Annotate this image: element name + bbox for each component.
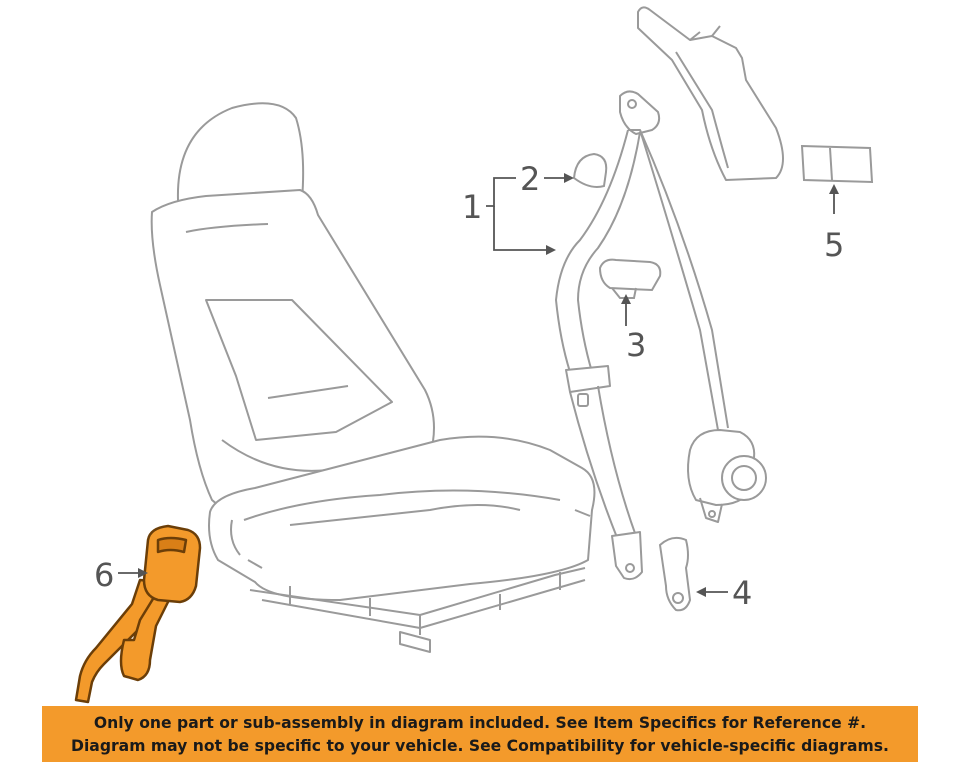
- belt-assembly-illustration: [555, 90, 767, 581]
- disclaimer-banner: Only one part or sub-assembly in diagram…: [42, 706, 918, 762]
- seat-illustration: [150, 102, 596, 653]
- anchor-part-4: [658, 536, 692, 612]
- callout-1: 1: [462, 188, 482, 226]
- guide-part-3: [598, 258, 662, 299]
- callout-4: 4: [732, 574, 752, 612]
- buckle-part-6: [74, 524, 202, 704]
- callout-6: 6: [94, 556, 114, 594]
- cover-part-2: [572, 152, 608, 188]
- callout-5: 5: [824, 226, 844, 264]
- disclaimer-line-2: Diagram may not be specific to your vehi…: [71, 737, 889, 755]
- callout-3: 3: [626, 326, 646, 364]
- callout-2: 2: [520, 160, 540, 198]
- label-part-5: [800, 144, 874, 184]
- callout-leaders: [118, 173, 839, 597]
- disclaimer-line-1: Only one part or sub-assembly in diagram…: [93, 714, 867, 732]
- pillar-trim-illustration: [637, 6, 784, 181]
